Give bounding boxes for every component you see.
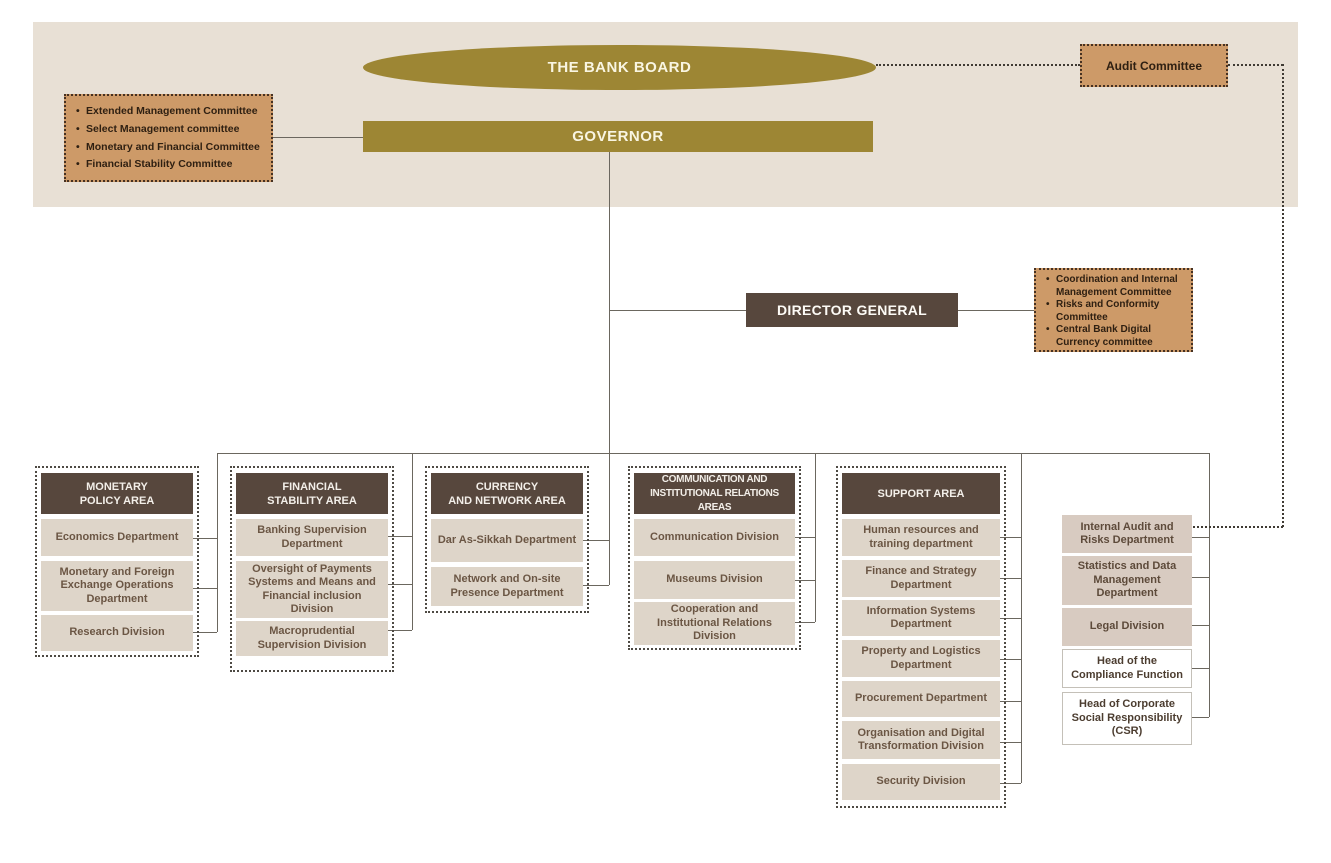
connector-line (193, 538, 217, 539)
connector-line (583, 540, 609, 541)
committee-list-item: Central Bank Digital Currency committee (1046, 324, 1183, 349)
committee-list-item: Coordination and Internal Management Com… (1046, 274, 1183, 299)
area-financial-stability (230, 466, 394, 672)
unit-box: Human resources and training department (842, 519, 1000, 556)
director-general-node: DIRECTOR GENERAL (746, 293, 958, 327)
unit-box: Dar As-Sikkah Department (431, 519, 583, 562)
area-financial-stability-title: FINANCIAL STABILITY AREA (236, 473, 388, 514)
connector-line (1192, 717, 1209, 718)
director-general-label: DIRECTOR GENERAL (777, 302, 927, 318)
dotted-connector-line (1282, 64, 1284, 527)
unit-box: Oversight of Payments Systems and Means … (236, 561, 388, 618)
committee-list-item: Extended Management Committee (76, 105, 263, 118)
area-title-line: FINANCIAL (282, 480, 342, 493)
unit-box: Economics Department (41, 519, 193, 556)
committee-list-item: Monetary and Financial Committee (76, 141, 263, 154)
area-currency-network-title: CURRENCY AND NETWORK AREA (431, 473, 583, 514)
unit-box: Research Division (41, 615, 193, 651)
area-monetary-policy (35, 466, 199, 657)
unit-box-statistics: Statistics and Data Management Departmen… (1062, 556, 1192, 605)
connector-line (273, 137, 363, 138)
unit-box: Communication Division (634, 519, 795, 556)
connector-line (1192, 537, 1209, 538)
dotted-connector-line (1193, 526, 1283, 528)
area-communication-relations (628, 466, 801, 650)
connector-line (958, 310, 1034, 311)
connector-line (1000, 618, 1021, 619)
audit-committee-node: Audit Committee (1080, 44, 1228, 87)
connector-line (1000, 578, 1021, 579)
connector-line (1209, 453, 1210, 717)
unit-box-compliance: Head of the Compliance Function (1062, 649, 1192, 688)
area-title-line: SUPPORT AREA (877, 487, 965, 500)
area-title-line: COMMUNICATION AND (661, 473, 768, 485)
connector-line (795, 537, 815, 538)
connector-line (388, 630, 412, 631)
area-support-title: SUPPORT AREA (842, 473, 1000, 514)
unit-box: Procurement Department (842, 681, 1000, 717)
area-title-line: INSTITUTIONAL RELATIONS AREAS (650, 487, 779, 513)
governor-node: GOVERNOR (363, 121, 873, 152)
connector-line (609, 310, 746, 311)
governor-label: GOVERNOR (572, 128, 664, 145)
area-title-line: STABILITY AREA (267, 494, 357, 507)
connector-line (1000, 701, 1021, 702)
area-title-line: CURRENCY (475, 480, 539, 493)
unit-box: Information Systems Department (842, 600, 1000, 636)
unit-box-csr: Head of Corporate Social Responsibility … (1062, 692, 1192, 745)
bank-board-node: THE BANK BOARD (363, 45, 876, 90)
unit-box-internal-audit: Internal Audit and Risks Department (1062, 515, 1192, 553)
unit-box: Security Division (842, 764, 1000, 800)
connector-line (1192, 668, 1209, 669)
committee-list-item: Financial Stability Committee (76, 158, 263, 171)
connector-line (193, 588, 217, 589)
area-support (836, 466, 1006, 808)
area-title-line: MONETARY (86, 480, 148, 493)
unit-box: Network and On-site Presence Department (431, 567, 583, 606)
connector-line (795, 622, 815, 623)
unit-box: Organisation and Digital Transformation … (842, 721, 1000, 759)
connector-line (1000, 659, 1021, 660)
dotted-connector-line (1228, 64, 1283, 66)
area-currency-network (425, 466, 589, 613)
connector-line (412, 453, 413, 630)
governor-committees-panel: Extended Management Committee Select Man… (64, 94, 273, 182)
connector-line (193, 632, 217, 633)
connector-line (388, 584, 412, 585)
area-communication-relations-title: COMMUNICATION AND INSTITUTIONAL RELATION… (634, 473, 795, 514)
area-title-line: AND NETWORK AREA (448, 494, 566, 507)
unit-box-legal: Legal Division (1062, 608, 1192, 646)
committee-list-item: Select Management committee (76, 123, 263, 136)
connector-line (1021, 453, 1022, 783)
area-title-line: POLICY AREA (79, 494, 155, 507)
connector-line (1000, 783, 1021, 784)
connector-line (1192, 625, 1209, 626)
connector-line (1000, 742, 1021, 743)
unit-box: Banking Supervision Department (236, 519, 388, 556)
unit-box: Macroprudential Supervision Division (236, 621, 388, 656)
connector-line (1000, 537, 1021, 538)
unit-box: Monetary and Foreign Exchange Operations… (41, 561, 193, 611)
connector-line (609, 152, 610, 585)
director-general-committees-panel: Coordination and Internal Management Com… (1034, 268, 1193, 352)
unit-box: Cooperation and Institutional Relations … (634, 602, 795, 645)
dotted-connector-line (876, 64, 1080, 66)
connector-line (815, 453, 816, 622)
connector-line (217, 453, 1209, 454)
unit-box: Finance and Strategy Department (842, 560, 1000, 597)
bank-board-label: THE BANK BOARD (547, 59, 692, 76)
connector-line (583, 585, 609, 586)
connector-line (795, 580, 815, 581)
area-monetary-policy-title: MONETARY POLICY AREA (41, 473, 193, 514)
audit-committee-label: Audit Committee (1106, 58, 1202, 73)
committee-list-item: Risks and Conformity Committee (1046, 299, 1183, 324)
connector-line (388, 536, 412, 537)
unit-box: Property and Logistics Department (842, 640, 1000, 677)
connector-line (1192, 577, 1209, 578)
connector-line (217, 453, 218, 632)
unit-box: Museums Division (634, 561, 795, 599)
